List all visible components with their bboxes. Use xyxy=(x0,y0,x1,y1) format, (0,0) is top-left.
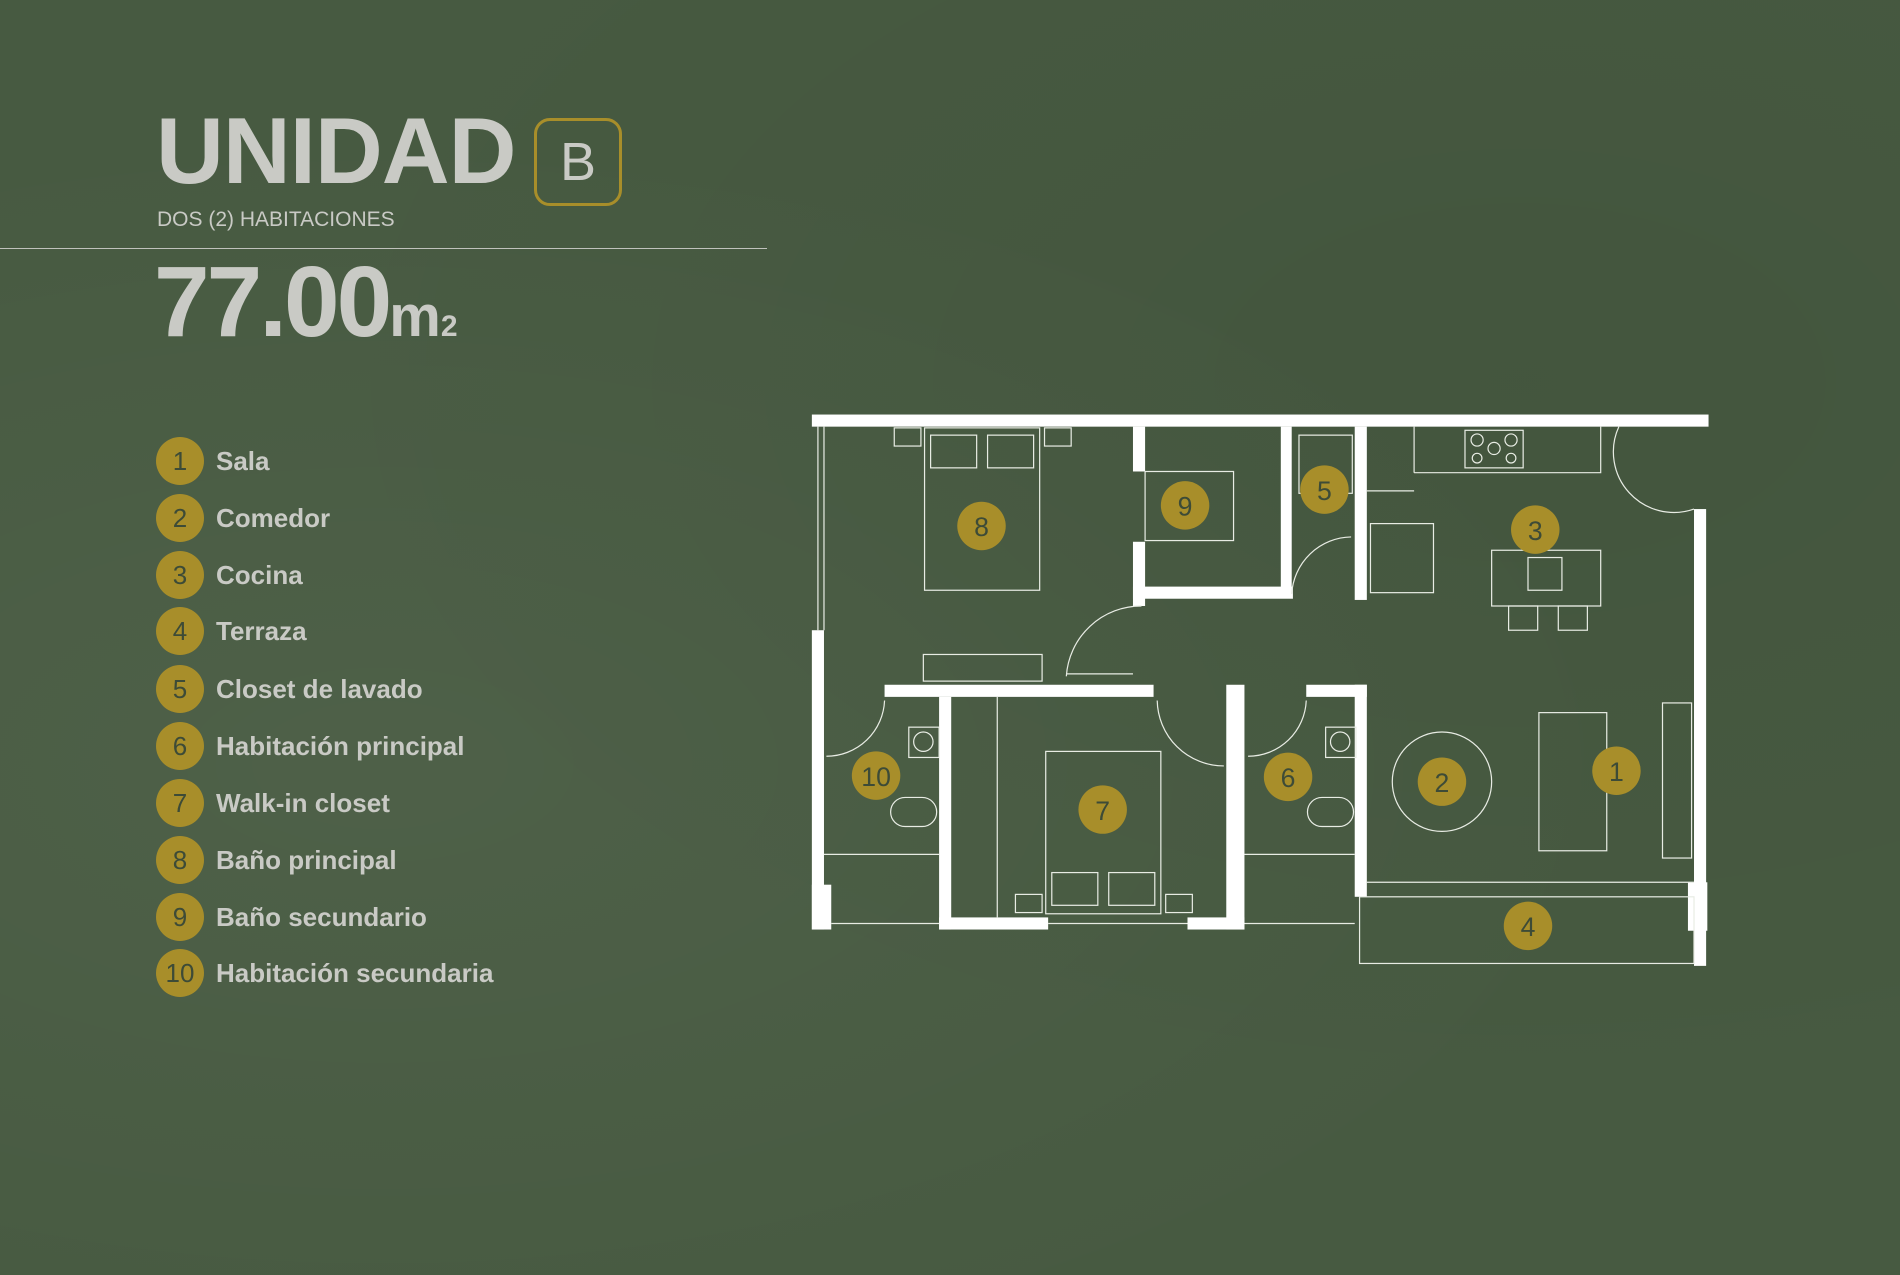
legend-label: Habitación secundaria xyxy=(216,957,494,988)
legend-item: 7 Walk-in closet xyxy=(156,778,390,828)
legend-item: 3 Cocina xyxy=(156,550,303,600)
unit-subtitle: DOS (2) HABITACIONES xyxy=(157,208,395,231)
room-marker-1: 1 xyxy=(1592,746,1641,796)
legend-label: Habitación principal xyxy=(216,730,465,761)
svg-text:10: 10 xyxy=(861,762,891,792)
room-marker-3: 3 xyxy=(1511,505,1560,554)
svg-text:6: 6 xyxy=(1281,763,1296,793)
svg-text:9: 9 xyxy=(1178,492,1193,522)
unit-area: 77.00m2 xyxy=(154,252,458,352)
legend-item: 6 Habitación principal xyxy=(156,721,465,771)
room-marker-8: 8 xyxy=(957,501,1006,551)
room-marker-7: 7 xyxy=(1078,785,1127,834)
legend-item: 1 Sala xyxy=(156,436,270,486)
svg-text:4: 4 xyxy=(1521,912,1536,942)
legend-label: Comedor xyxy=(216,502,331,533)
room-marker-5: 5 xyxy=(1300,465,1349,514)
legend-number: 10 xyxy=(156,949,204,997)
legend-number: 3 xyxy=(156,551,204,599)
legend-label: Baño principal xyxy=(216,844,397,875)
legend-label: Walk-in closet xyxy=(216,787,390,818)
walls xyxy=(811,414,1709,966)
unit-title: UNIDAD xyxy=(156,98,517,203)
legend-label: Baño secundario xyxy=(216,901,427,932)
legend-number: 7 xyxy=(156,779,204,827)
svg-text:2: 2 xyxy=(1435,768,1450,798)
legend-label: Cocina xyxy=(216,559,303,590)
room-marker-9: 9 xyxy=(1160,481,1210,530)
legend-item: 9 Baño secundario xyxy=(156,892,427,942)
room-marker-2: 2 xyxy=(1417,757,1467,806)
legend-number: 5 xyxy=(156,665,204,713)
legend-label: Closet de lavado xyxy=(216,673,423,704)
legend-item: 5 Closet de lavado xyxy=(156,664,423,714)
svg-text:3: 3 xyxy=(1528,516,1543,546)
room-marker-10: 10 xyxy=(851,751,901,800)
svg-text:5: 5 xyxy=(1317,476,1332,506)
room-markers: 8 9 5 3 10 7 6 2 1 4 xyxy=(851,465,1641,951)
svg-text:7: 7 xyxy=(1095,796,1110,826)
room-marker-4: 4 xyxy=(1503,901,1553,951)
legend-label: Terraza xyxy=(216,615,307,646)
legend-item: 2 Comedor xyxy=(156,493,330,543)
area-value: 77.00 xyxy=(154,246,392,358)
area-unit-exponent: 2 xyxy=(440,310,458,343)
divider xyxy=(0,248,767,249)
legend-item: 4 Terraza xyxy=(156,606,307,656)
area-unit: m xyxy=(389,284,441,349)
svg-text:8: 8 xyxy=(974,512,989,542)
legend-number: 2 xyxy=(156,494,204,542)
legend-label: Sala xyxy=(216,445,270,476)
legend-number: 9 xyxy=(156,893,204,941)
legend-number: 4 xyxy=(156,607,204,655)
legend-number: 8 xyxy=(156,836,204,884)
legend-item: 10 Habitación secundaria xyxy=(156,948,493,998)
svg-text:1: 1 xyxy=(1609,757,1624,787)
legend-number: 6 xyxy=(156,722,204,770)
legend-number: 1 xyxy=(156,437,204,485)
legend-item: 8 Baño principal xyxy=(156,835,397,885)
unit-letter-badge: B xyxy=(534,118,622,206)
room-marker-6: 6 xyxy=(1263,752,1313,802)
